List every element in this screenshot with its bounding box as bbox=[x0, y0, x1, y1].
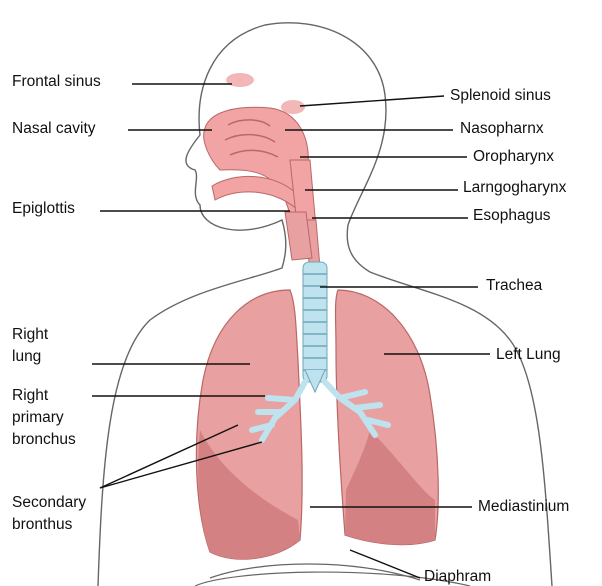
label-right-lung-l2: lung bbox=[12, 347, 41, 366]
label-right-bronchus-l3: bronchus bbox=[12, 430, 76, 449]
label-mediastinum: Mediastinium bbox=[478, 497, 569, 516]
label-right-bronchus-l2: primary bbox=[12, 408, 64, 427]
frontal-sinus-shape bbox=[226, 73, 254, 87]
label-right-bronchus-l1: Right bbox=[12, 386, 48, 405]
label-trachea: Trachea bbox=[486, 276, 542, 295]
leader-splenoid bbox=[300, 96, 444, 106]
label-diaphragm: Diaphram bbox=[424, 567, 491, 586]
label-secondary-l2: bronthus bbox=[12, 515, 72, 534]
label-epiglottis: Epiglottis bbox=[12, 199, 75, 218]
label-laryngopharynx: Larngogharynx bbox=[463, 178, 566, 197]
label-right-lung-l1: Right bbox=[12, 325, 48, 344]
label-left-lung: Left Lung bbox=[496, 345, 561, 364]
label-oropharynx: Oropharynx bbox=[473, 147, 554, 166]
label-nasopharynx: Nasopharnx bbox=[460, 119, 544, 138]
label-esophagus: Esophagus bbox=[473, 206, 551, 225]
label-nasal-cavity: Nasal cavity bbox=[12, 119, 96, 138]
label-secondary-l1: Secondary bbox=[12, 493, 86, 512]
label-frontal-sinus: Frontal sinus bbox=[12, 72, 101, 91]
label-splenoid-sinus: Splenoid sinus bbox=[450, 86, 551, 105]
